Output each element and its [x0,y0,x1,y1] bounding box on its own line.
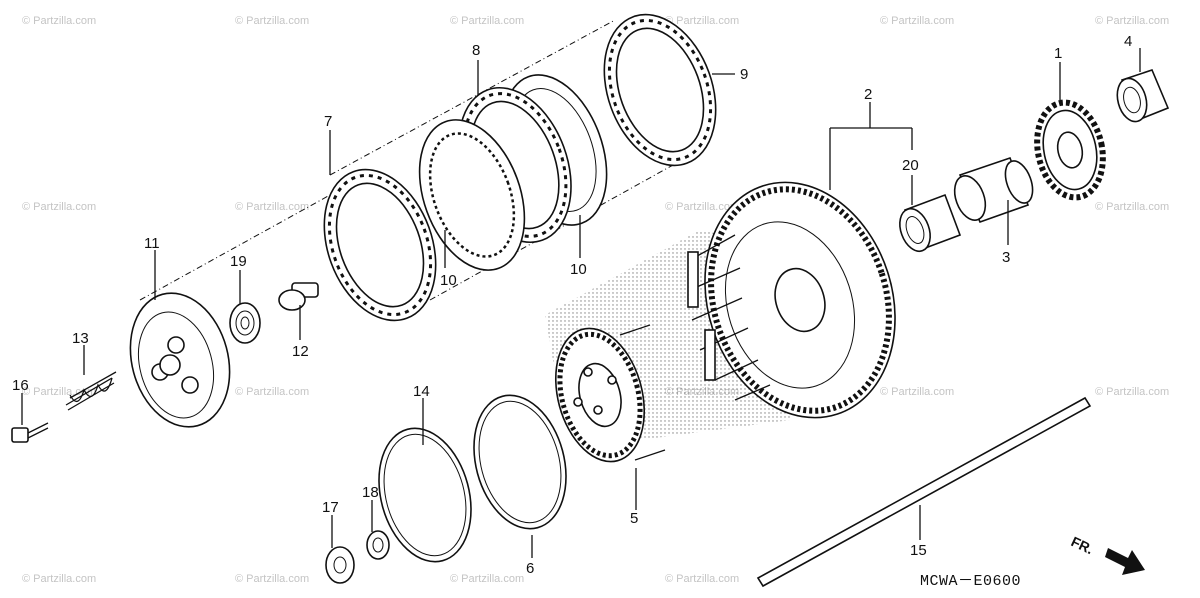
part-nut-17 [325,546,355,584]
part-clutch-plate-10-left [418,119,526,271]
part-washer-18 [366,530,390,560]
watermark: © Partzilla.com [450,573,524,585]
part-clutch-outer-housing [687,181,896,419]
callout-20: 20 [902,157,919,174]
part-lifter-piece-12 [278,282,319,311]
callouts: 1 2 3 4 5 6 7 8 9 10 10 11 12 13 14 15 1… [12,33,1132,577]
leader-lines [21,48,1141,558]
callout-8: 8 [472,42,480,59]
callout-17: 17 [322,499,339,516]
part-spring-13 [65,371,117,411]
part-collar-4 [1116,69,1170,123]
watermark: © Partzilla.com [1095,201,1169,213]
watermark: © Partzilla.com [22,386,96,398]
watermark: © Partzilla.com [450,15,524,27]
part-o-ring-14 [378,427,472,563]
front-direction-indicator: FR. [1069,533,1145,575]
part-bolt-16 [11,422,49,443]
callout-13: 13 [72,330,89,347]
watermark: © Partzilla.com [235,201,309,213]
callout-12: 12 [292,343,309,360]
callout-1: 1 [1054,45,1062,62]
watermark: © Partzilla.com [22,201,96,213]
part-needle-bearing-20 [899,193,962,253]
watermark: © Partzilla.com [22,573,96,585]
callout-15: 15 [910,542,927,559]
watermark: © Partzilla.com [665,15,739,27]
watermark: © Partzilla.com [665,573,739,585]
watermark: © Partzilla.com [1095,386,1169,398]
callout-6: 6 [526,560,534,577]
watermark: © Partzilla.com [665,201,739,213]
watermark: © Partzilla.com [235,573,309,585]
callout-19: 19 [230,253,247,270]
callout-7: 7 [324,113,332,130]
part-push-rod-15 [756,396,1092,588]
watermarks: © Partzilla.com © Partzilla.com © Partzi… [22,15,1169,585]
watermark: © Partzilla.com [22,15,96,27]
callout-9: 9 [740,66,748,83]
callout-2: 2 [864,86,872,103]
part-clutch-inner-hub [554,324,666,463]
part-pressure-plate-11 [129,292,231,428]
callout-11: 11 [144,235,160,252]
watermark: © Partzilla.com [880,15,954,27]
callout-5: 5 [630,510,638,527]
callout-3: 3 [1002,249,1010,266]
front-direction-label: FR. [1069,533,1096,557]
callout-16: 16 [12,377,29,394]
diagram-code: MCWA－E0600 [920,573,1021,590]
front-arrow-icon [1105,548,1145,575]
watermark: © Partzilla.com [1095,15,1169,27]
watermark: © Partzilla.com [235,15,309,27]
part-o-ring-6 [473,394,567,530]
watermark: © Partzilla.com [880,386,954,398]
callout-10-left: 10 [440,272,457,289]
callout-18: 18 [362,484,379,501]
part-bearing-19 [229,302,261,344]
watermark: © Partzilla.com [235,386,309,398]
part-friction-disc-7 [323,168,437,322]
part-collar-3 [953,156,1034,224]
callout-10-right: 10 [570,261,587,278]
callout-14: 14 [413,383,430,400]
assembly-guide-lines [139,19,701,301]
callout-4: 4 [1124,33,1132,50]
part-friction-disc-9 [603,13,717,167]
part-gear-1 [1034,99,1106,201]
